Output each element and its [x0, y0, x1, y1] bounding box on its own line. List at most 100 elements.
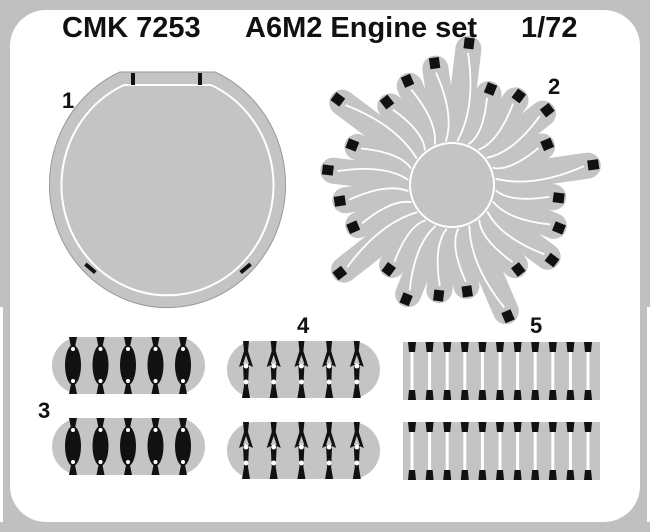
part-4-fret	[227, 422, 380, 479]
pin-hole	[153, 460, 158, 464]
product-name: A6M2 Engine set	[245, 12, 478, 44]
attachment-tab	[333, 195, 346, 207]
part-3-fret	[52, 418, 205, 475]
pin-hole	[98, 379, 103, 383]
ignition-lead	[393, 219, 426, 263]
part-4-element	[322, 341, 337, 398]
ignition-lead	[478, 103, 514, 151]
pin-hole	[298, 444, 304, 450]
part-5-rod	[428, 352, 432, 390]
part-3-element	[65, 426, 81, 466]
attachment-tab	[478, 342, 487, 352]
frame-gap-right	[647, 307, 650, 522]
element-cutout	[326, 436, 333, 445]
attachment-tab	[483, 81, 498, 96]
plate-etch-line	[60, 84, 275, 297]
pin-hole	[153, 347, 158, 351]
part-5-fret	[403, 342, 600, 400]
ignition-lead	[408, 225, 437, 291]
attachment-tab	[513, 390, 522, 400]
pin-hole	[354, 444, 360, 450]
pin-hole	[181, 347, 185, 351]
attachment-tab	[539, 102, 555, 118]
attachment-tab	[496, 390, 504, 400]
frame-gap-left	[0, 307, 3, 522]
part-2-ignition-harness	[320, 35, 601, 325]
ignition-lead	[337, 167, 409, 181]
pin-hole	[271, 363, 277, 369]
element-cutout	[298, 355, 305, 364]
part-3-element	[120, 426, 136, 466]
part-4-element	[239, 422, 253, 479]
part-5-rod	[586, 432, 590, 470]
part-5-rod	[551, 352, 555, 390]
plate-outline	[49, 71, 286, 309]
part-5-rod	[568, 432, 572, 470]
pin-hole	[354, 379, 360, 385]
part-5-rod	[551, 432, 555, 470]
pin-hole	[243, 460, 249, 466]
part-5-rod	[445, 432, 449, 470]
part-5-rod	[410, 352, 414, 390]
part-1-cowl-plate	[49, 71, 286, 309]
element-cutout	[353, 355, 360, 364]
attachment-tab	[239, 262, 252, 275]
attachment-tab	[531, 470, 540, 480]
part-3-element	[175, 345, 191, 385]
attachment-tab	[400, 73, 415, 88]
pin-hole	[126, 460, 130, 464]
part-5-rod	[463, 352, 467, 390]
part-5-rod	[480, 432, 484, 470]
part-4-element	[294, 422, 309, 479]
pin-hole	[354, 460, 360, 466]
element-cutout	[353, 436, 360, 445]
attachment-tab	[566, 470, 575, 480]
attachment-tab	[548, 470, 557, 480]
attachment-tab	[425, 422, 434, 432]
attachment-tab	[84, 262, 97, 275]
pin-hole	[71, 460, 75, 464]
part-4-element	[266, 422, 281, 479]
attachment-tab	[443, 470, 452, 480]
part-5-rod	[445, 352, 449, 390]
attachment-tab	[345, 138, 360, 152]
attachment-tab	[587, 159, 600, 171]
ignition-lead	[492, 147, 540, 170]
pin-hole	[98, 428, 103, 432]
ignition-lead	[454, 228, 467, 283]
attachment-tab	[540, 137, 555, 152]
pin-hole	[354, 363, 360, 369]
element-cutout	[270, 355, 277, 364]
part-4-element	[349, 422, 364, 479]
attachment-tab	[443, 342, 452, 352]
attachment-tab	[584, 390, 592, 400]
attachment-tab	[425, 470, 434, 480]
element-cutout	[298, 436, 305, 445]
attachment-tab	[548, 422, 557, 432]
attachment-tab	[443, 422, 452, 432]
attachment-tab	[460, 342, 469, 352]
part-5-rod	[410, 432, 414, 470]
ignition-lead	[436, 228, 448, 287]
attachment-tab	[566, 390, 575, 400]
attachment-tab	[399, 292, 413, 307]
attachment-tab	[501, 309, 515, 324]
attachment-tab	[478, 422, 487, 432]
attachment-tab	[544, 252, 560, 268]
part-5-rod	[568, 352, 572, 390]
part-5-rod	[516, 432, 520, 470]
attachment-tab	[584, 342, 592, 352]
ignition-lead	[361, 147, 412, 170]
pin-hole	[298, 460, 304, 466]
element-cutout	[243, 355, 249, 364]
harness-hub	[409, 142, 495, 228]
attachment-tab	[478, 390, 487, 400]
element-cutout	[270, 436, 277, 445]
part-5-rod	[463, 432, 467, 470]
attachment-tab	[198, 73, 202, 85]
ignition-lead	[410, 88, 436, 145]
attachment-tab	[511, 88, 527, 104]
attachment-tab	[531, 390, 540, 400]
part-3-element	[175, 426, 191, 466]
